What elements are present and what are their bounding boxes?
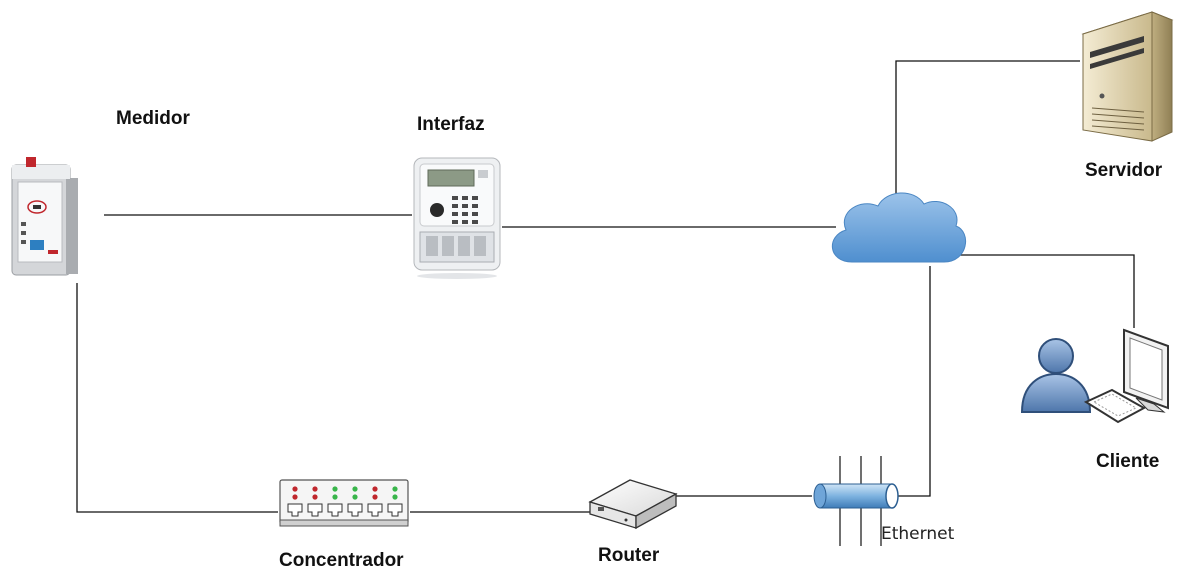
label-concentrador: Concentrador (279, 550, 404, 571)
server-tower-icon (1081, 11, 1174, 142)
monitor-icon (1123, 328, 1169, 413)
user-icon (1020, 338, 1092, 413)
connections (76, 60, 1135, 513)
label-interfaz: Interfaz (417, 114, 485, 135)
cloud-icon (831, 192, 966, 263)
keyboard-icon (1083, 388, 1147, 424)
user-workstation-icon (1020, 328, 1169, 424)
router-icon (588, 479, 678, 530)
din-rail-meter-icon (11, 157, 78, 276)
wire-cloud-cliente (956, 254, 1135, 328)
label-cliente: Cliente (1096, 451, 1159, 472)
wire-medidor-concentrador (76, 283, 278, 513)
wire-cloud-ethernet (898, 266, 931, 497)
label-servidor: Servidor (1085, 160, 1163, 181)
status-leds (292, 486, 398, 500)
ethernet-bus-icon (813, 456, 899, 546)
label-medidor: Medidor (116, 108, 190, 129)
label-router: Router (598, 545, 660, 566)
wire-cloud-servidor (895, 60, 1080, 200)
ethernet-ports (287, 503, 403, 517)
network-switch-icon (279, 479, 409, 527)
label-ethernet: Ethernet (881, 524, 955, 544)
smart-meter-icon (413, 157, 501, 279)
